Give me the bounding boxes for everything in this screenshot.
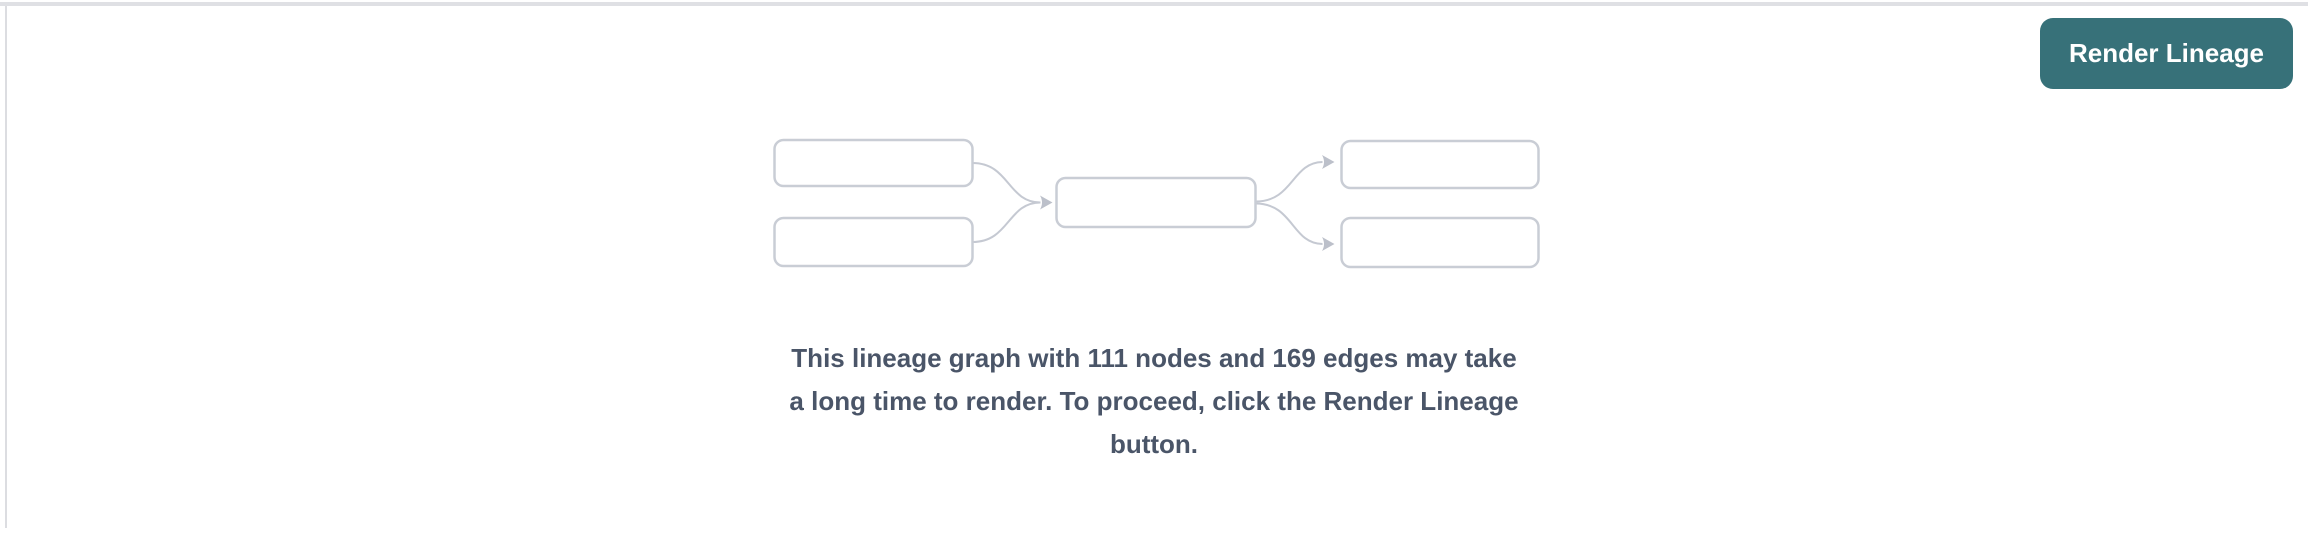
graph-node: [773, 138, 974, 188]
arrowhead-icon: [1040, 195, 1053, 210]
graph-edge: [972, 201, 1041, 243]
lineage-warning-message: This lineage graph with 111 nodes and 16…: [789, 337, 1518, 466]
arrowhead-icon: [1322, 237, 1335, 251]
render-lineage-button[interactable]: Render Lineage: [2040, 18, 2293, 89]
pane-top-border: [0, 2, 2308, 6]
graph-node: [1340, 216, 1540, 269]
graph-edge: [1255, 202, 1323, 245]
graph-node: [1055, 176, 1257, 229]
lineage-graph-icon: [762, 135, 1547, 275]
message-line: button.: [1109, 429, 1199, 459]
graph-node: [773, 216, 974, 268]
arrowhead-icon: [1322, 155, 1335, 169]
graph-node: [1340, 139, 1540, 190]
message-line: This lineage graph with 111 nodes and 16…: [791, 343, 1517, 373]
graph-edge: [972, 162, 1041, 204]
pane-left-border: [5, 6, 7, 528]
message-line: a long time to render. To proceed, click…: [789, 386, 1519, 416]
lineage-graph-placeholder-svg: [773, 138, 1540, 269]
graph-edge: [1255, 161, 1323, 203]
